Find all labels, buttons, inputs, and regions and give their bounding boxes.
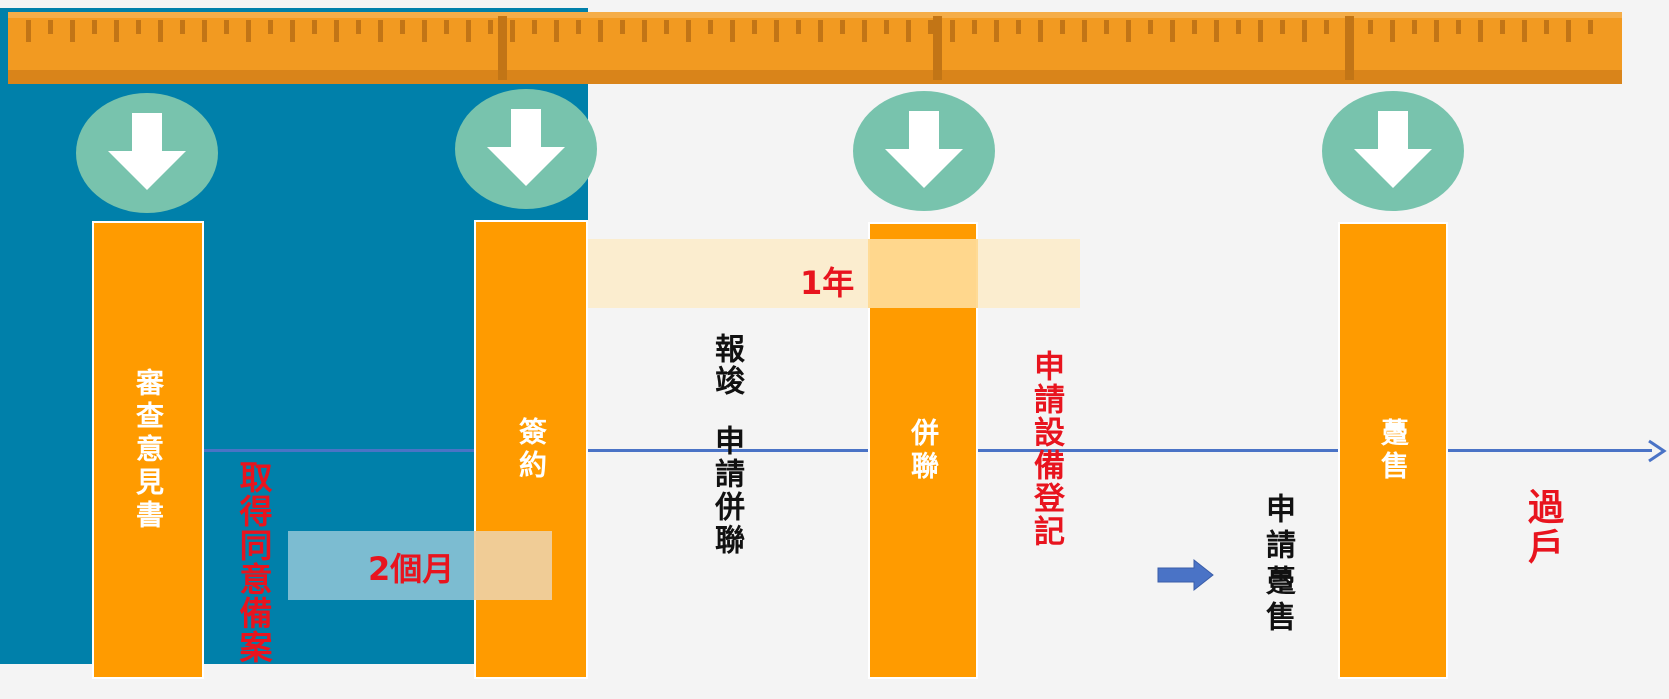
down-arrow-icon [455,89,597,209]
annotation-transfer: 過戶 [1522,488,1563,568]
timeline-segment-1 [204,449,474,452]
step-wholesale: 躉售 [1338,222,1448,679]
down-arrow-icon [853,91,995,211]
timeline-segment-4 [1448,449,1652,452]
down-arrow-icon [1322,91,1464,211]
step-sign-contract: 簽約 [474,220,588,679]
annotation-apply-equipment-registration: 申請設備登記 [1028,350,1064,548]
timeline-segment-2 [588,449,868,452]
duration-bar-one-year [588,239,1080,308]
annotation-apply-wholesale: 申請躉售 [1260,493,1295,637]
right-arrow-icon [1157,558,1214,592]
step-review-opinion: 審查意見書 [92,221,204,679]
step-label: 簽約 [515,416,548,483]
step-label: 躉售 [1377,417,1410,484]
duration-label-one-year: 1年 [800,264,855,302]
arrowhead-icon [1648,439,1667,463]
duration-label-two-months: 2個月 [368,550,455,588]
duration-bar-two-months-overlap [474,531,552,600]
step-label: 審查意見書 [132,367,165,533]
annotation-obtain-filing: 取得同意備案 [234,460,273,664]
timeline-segment-3 [978,449,1338,452]
annotation-report-completion: 報竣 [709,333,744,397]
annotation-apply-interconnection: 申請併聯 [709,425,744,557]
duration-bar-one-year-overlap [868,239,978,308]
step-label: 併聯 [907,417,940,484]
down-arrow-icon [76,93,218,213]
ruler-icon [8,12,1622,84]
